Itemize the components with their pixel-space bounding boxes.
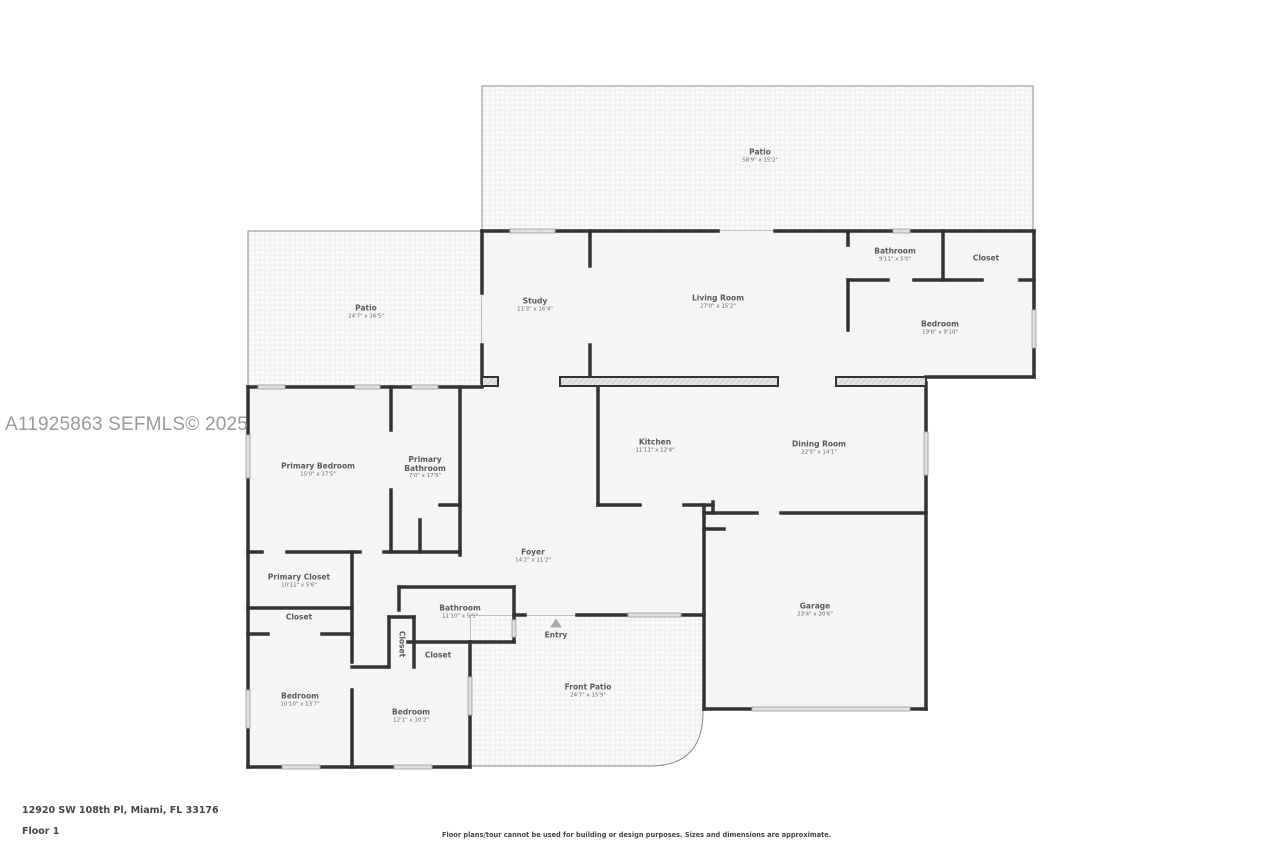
room-label-closet-ne: Closet xyxy=(972,253,1000,264)
property-address: 12920 SW 108th Pl, Miami, FL 33176 xyxy=(22,805,219,816)
room-label-study: Study 11'3" x 16'4" xyxy=(517,296,553,313)
room-dimensions: 10'10" x 13'7" xyxy=(280,701,320,708)
patio-rear-area xyxy=(481,85,1034,232)
room-name: Bedroom xyxy=(392,707,430,717)
room-dimensions: 11'11" x 12'4" xyxy=(635,447,675,454)
windows xyxy=(245,228,1037,770)
interior-floors xyxy=(248,231,1034,767)
room-dimensions: 10'11" x 5'6" xyxy=(281,582,317,589)
room-name: Front Patio xyxy=(564,682,612,692)
room-label-bathroom-s: Bathroom 11'10" x 5'5" xyxy=(439,603,481,620)
room-label-patio-side: Patio 24'7" x 16'5" xyxy=(348,303,384,320)
room-dimensions: 12'1" x 10'2" xyxy=(393,717,429,724)
room-dimensions: 14'2" x 11'2" xyxy=(515,557,551,564)
room-name: Garage xyxy=(799,601,831,611)
room-label-garage: Garage 23'4" x 20'6" xyxy=(797,601,833,618)
room-label-closet-s: Closet xyxy=(424,650,452,661)
front-patio-area xyxy=(469,614,704,767)
room-label-primary-bedroom: Primary Bedroom 15'0" x 17'5" xyxy=(281,461,355,478)
room-dimensions: 24'7" x 15'9" xyxy=(570,692,606,699)
room-label-bedroom-ne: Bedroom 19'6" x 9'10" xyxy=(921,319,959,336)
room-name-line2: Bathroom xyxy=(404,463,446,473)
room-name: Dining Room xyxy=(792,439,846,449)
room-name: Kitchen xyxy=(638,437,672,447)
room-name: Study xyxy=(522,296,548,306)
room-dimensions: 7'0" x 17'5" xyxy=(408,473,442,480)
entry-text: Entry xyxy=(544,630,568,640)
room-name: Closet xyxy=(397,630,407,658)
room-label-bedroom-sw: Bedroom 10'10" x 13'7" xyxy=(280,691,320,708)
room-label-closet-w: Closet xyxy=(285,612,313,623)
room-dimensions: 11'3" x 16'4" xyxy=(517,306,553,313)
patio-side-area xyxy=(247,230,483,388)
room-name-line1: Primary xyxy=(408,455,442,465)
room-name: Closet xyxy=(285,612,313,622)
room-name: Closet xyxy=(424,650,452,660)
triangle-up-icon xyxy=(550,618,562,628)
structural-walls xyxy=(481,376,927,387)
room-dimensions: 19'6" x 9'10" xyxy=(922,329,958,336)
room-name: Bedroom xyxy=(921,319,959,329)
room-name: Primary Bedroom xyxy=(281,461,355,471)
room-label-kitchen: Kitchen 11'11" x 12'4" xyxy=(635,437,675,454)
room-label-closet-vertical: Closet xyxy=(397,631,406,657)
room-label-living-room: Living Room 27'0" x 15'2" xyxy=(691,293,745,310)
room-dimensions: 11'10" x 5'5" xyxy=(442,613,478,620)
entry-label: Entry xyxy=(544,630,568,641)
room-dimensions: 24'7" x 16'5" xyxy=(348,313,384,320)
room-name: Foyer xyxy=(521,547,545,557)
room-label-bathroom-ne: Bathroom 9'11" x 5'0" xyxy=(874,246,916,263)
room-name: Bedroom xyxy=(281,691,319,701)
room-dimensions: 9'11" x 5'0" xyxy=(878,256,912,263)
room-dimensions: 15'0" x 17'5" xyxy=(300,471,336,478)
room-label-bedroom-s: Bedroom 12'1" x 10'2" xyxy=(392,707,430,724)
room-label-patio-rear: Patio 58'9" x 15'2" xyxy=(742,147,778,164)
room-label-foyer: Foyer 14'2" x 11'2" xyxy=(515,547,551,564)
floor-label: Floor 1 xyxy=(22,826,60,837)
room-dimensions: 58'9" x 15'2" xyxy=(742,157,778,164)
room-name: Living Room xyxy=(691,293,745,303)
room-name: Patio xyxy=(749,147,771,157)
room-dimensions: 27'0" x 15'2" xyxy=(700,303,736,310)
room-name: Primary Closet xyxy=(267,572,331,582)
mls-watermark: A11925863 SEFMLS© 2025 xyxy=(5,414,249,435)
room-dimensions: 22'5" x 14'1" xyxy=(801,449,837,456)
room-dimensions: 23'4" x 20'6" xyxy=(797,611,833,618)
room-label-primary-closet: Primary Closet 10'11" x 5'6" xyxy=(267,572,331,589)
room-label-dining-room: Dining Room 22'5" x 14'1" xyxy=(792,439,846,456)
room-label-front-patio: Front Patio 24'7" x 15'9" xyxy=(564,682,612,699)
room-name: Bathroom xyxy=(874,246,916,256)
walls xyxy=(246,229,1036,769)
room-name: Patio xyxy=(355,303,377,313)
room-name: Bathroom xyxy=(439,603,481,613)
disclaimer-text: Floor plans/tour cannot be used for buil… xyxy=(442,831,832,839)
room-name: Closet xyxy=(972,253,1000,263)
room-label-primary-bathroom: Primary Bathroom 7'0" x 17'5" xyxy=(404,456,446,480)
